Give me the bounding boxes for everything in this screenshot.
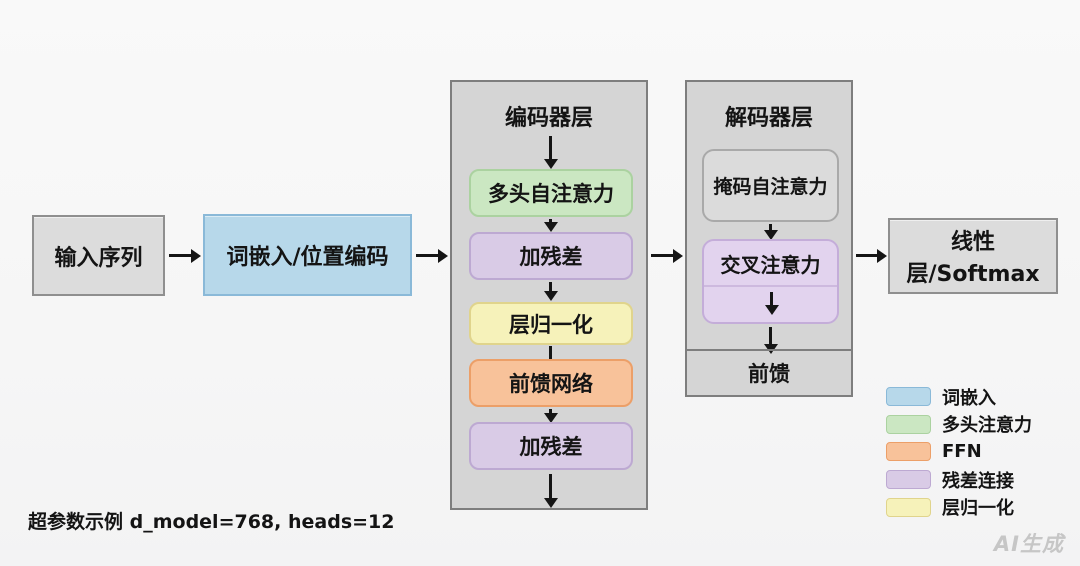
encoder-step-layer-norm: 层归一化: [469, 302, 633, 345]
legend-swatch-embedding: [886, 387, 931, 407]
legend-label: 残差连接: [942, 470, 1014, 492]
arrow-inside-cross-attention: [770, 292, 773, 305]
masked-attention-label: 掩码自注意力: [713, 176, 828, 198]
output-label: 线性层/Softmax: [906, 230, 1040, 287]
legend-swatch-multihead-attention: [886, 414, 931, 434]
legend-row-embedding: 词嵌入: [886, 383, 1032, 411]
embedding-box: 词嵌入/位置编码: [203, 214, 412, 296]
cross-attention-label: 交叉注意力: [720, 252, 821, 277]
legend-label: 词嵌入: [942, 387, 996, 409]
arrow-embedding-to-encoder: [416, 254, 438, 257]
legend-swatch-residual: [886, 470, 931, 490]
decoder-masked-self-attention-box: 掩码自注意力: [702, 149, 839, 222]
arrow-attention-to-residual1: [549, 219, 552, 222]
arrow-encoder-title-to-attention: [549, 136, 552, 159]
encoder-step-add-residual-1: 加残差: [469, 232, 633, 280]
decoder-feed-forward-strip: 前馈: [687, 349, 851, 395]
decoder-ffn-label: 前馈: [748, 362, 790, 386]
ai-generated-watermark: AI生成: [993, 532, 1064, 556]
legend-label: FFN: [942, 441, 982, 463]
legend-row-residual: 残差连接: [886, 466, 1032, 494]
legend-label: 多头注意力: [942, 415, 1032, 437]
encoder-container: 编码器层 多头自注意力 加残差 层归一化 前馈网络 加残差: [450, 80, 648, 510]
arrow-encoder-exit: [549, 474, 552, 498]
encoder-step-feed-forward: 前馈网络: [469, 359, 633, 407]
encoder-step-label: 层归一化: [509, 312, 593, 337]
embedding-label: 词嵌入/位置编码: [226, 245, 389, 270]
legend-label: 层归一化: [942, 498, 1014, 520]
cross-attention-section: 交叉注意力: [704, 241, 837, 287]
decoder-container: 解码器层 掩码自注意力 交叉注意力 前馈: [685, 80, 853, 397]
input-sequence-box: 输入序列: [32, 215, 165, 296]
decoder-title: 解码器层: [724, 106, 813, 131]
encoder-title: 编码器层: [504, 106, 593, 131]
encoder-step-label: 前馈网络: [509, 372, 593, 396]
arrow-residual1-to-layernorm: [549, 282, 552, 291]
encoder-step-label: 加残差: [519, 245, 583, 269]
encoder-step-label: 加残差: [519, 435, 583, 459]
input-sequence-label: 输入序列: [54, 245, 143, 271]
encoder-step-multihead-self-attention: 多头自注意力: [469, 169, 633, 217]
arrow-input-to-embedding: [169, 254, 191, 257]
encoder-step-label: 多头自注意力: [488, 182, 614, 206]
hyperparameter-footnote: 超参数示例 d_model=768, heads=12: [28, 511, 395, 533]
legend-row-ffn: FFN: [886, 438, 1032, 466]
legend-row-multihead-attention: 多头注意力: [886, 411, 1032, 439]
arrow-decoder-to-output: [856, 254, 877, 257]
legend-swatch-layernorm: [886, 497, 931, 517]
arrow-masked-to-cross-attention: [769, 224, 772, 230]
cross-attention-lower-section: [704, 287, 837, 322]
arrow-cross-attention-to-feedforward: [769, 327, 772, 344]
line-layernorm-to-ffn: [549, 346, 552, 359]
legend: 词嵌入 多头注意力 FFN 残差连接 层归一化: [886, 383, 1032, 521]
legend-swatch-ffn: [886, 442, 931, 462]
encoder-step-add-residual-2: 加残差: [469, 422, 633, 470]
decoder-cross-attention-box: 交叉注意力: [702, 239, 839, 324]
arrow-ffn-to-residual2: [549, 409, 552, 413]
legend-row-layernorm: 层归一化: [886, 493, 1032, 521]
arrow-encoder-to-decoder: [651, 254, 673, 257]
output-linear-softmax-box: 线性层/Softmax: [888, 218, 1058, 294]
